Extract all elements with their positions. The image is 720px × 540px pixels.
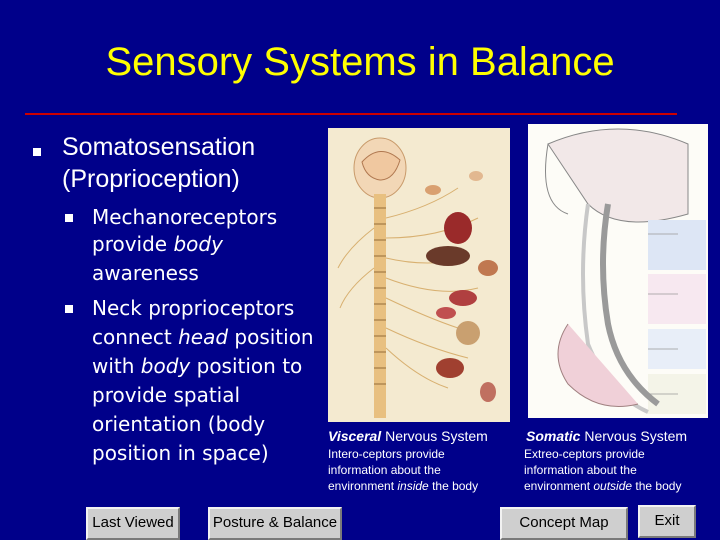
- visceral-caption: Intero-ceptors provide information about…: [328, 447, 479, 493]
- concept-map-button[interactable]: Concept Map: [500, 507, 628, 540]
- sub-bullet-square-icon: [65, 214, 73, 222]
- visceral-caption-heading: Visceral Nervous System: [328, 428, 488, 444]
- slide-title: Sensory Systems in Balance: [105, 40, 615, 84]
- sub-bullet1-line1: Mechanoreceptors: [92, 205, 278, 229]
- posture-balance-button[interactable]: Posture & Balance: [208, 507, 342, 540]
- somatic-nervous-system-diagram: [528, 124, 708, 418]
- sub-bullet-square-icon: [65, 305, 73, 313]
- somatic-caption: Extreo-ceptors provide information about…: [524, 447, 682, 493]
- title-divider: [25, 113, 677, 115]
- somatic-caption-heading: Somatic Nervous System: [526, 428, 688, 444]
- bullet-main-line2: (Proprioception): [62, 165, 240, 193]
- sub-bullet1-line3: awareness: [92, 261, 199, 285]
- sub-bullet2-line1: Neck proprioceptors: [92, 296, 295, 320]
- sub-bullet2-line2: connect head position: [92, 325, 314, 349]
- sub-bullet2-line5: orientation (body: [92, 412, 266, 436]
- bullet-square-icon: [33, 148, 41, 156]
- bullet-main-line1: Somatosensation: [62, 133, 256, 161]
- exit-button[interactable]: Exit: [638, 505, 696, 538]
- sub-bullet2-line6: position in space): [92, 441, 269, 465]
- sub-bullet2-line3: with body position to: [92, 354, 303, 378]
- sub-bullet2-line4: provide spatial: [92, 383, 241, 407]
- visceral-nervous-system-illustration: [328, 128, 510, 422]
- last-viewed-button[interactable]: Last Viewed: [86, 507, 180, 540]
- sub-bullet1-line2: provide body: [92, 232, 223, 256]
